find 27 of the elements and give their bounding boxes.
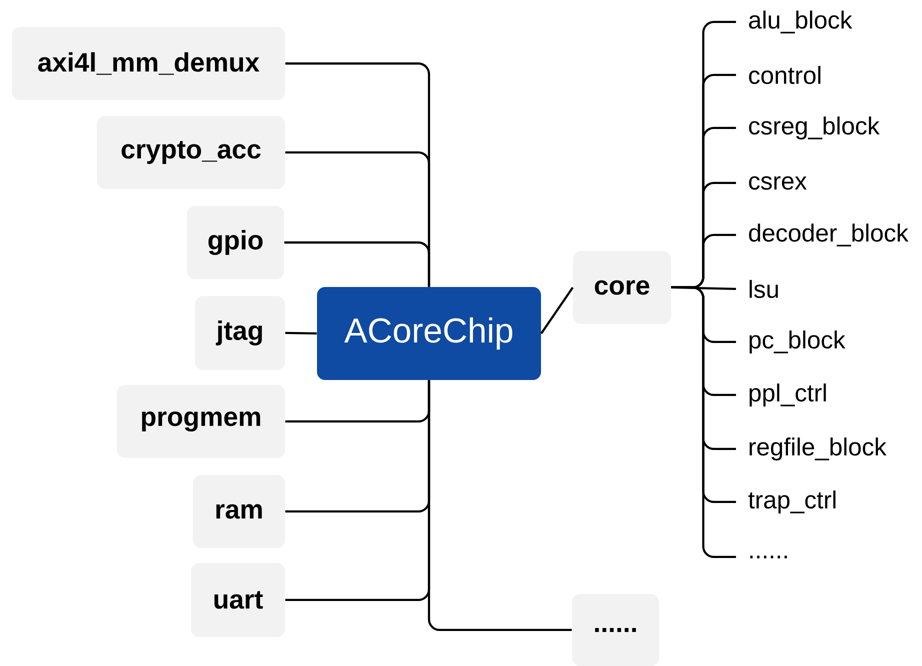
submodule-label: decoder_block bbox=[749, 224, 908, 246]
connector-line bbox=[671, 286, 736, 558]
module-box: ...... bbox=[572, 594, 659, 666]
module-box: progmem bbox=[117, 384, 285, 458]
connector-line bbox=[671, 286, 736, 290]
submodule-label: alu_block bbox=[749, 10, 852, 34]
module-box: axi4l_mm_demux bbox=[12, 26, 286, 100]
module-box: core bbox=[573, 250, 671, 324]
submodule-label: csreg_block bbox=[749, 116, 880, 140]
module-box: jtag bbox=[195, 296, 285, 370]
submodule-label: regfile_block bbox=[750, 438, 886, 460]
connector-line bbox=[428, 380, 572, 632]
connector-line bbox=[285, 332, 317, 335]
module-box: crypto_acc bbox=[97, 116, 285, 190]
submodule-label: ppl_ctrl bbox=[750, 384, 826, 406]
submodule-label: ...... bbox=[750, 556, 787, 558]
submodule-label: lsu bbox=[750, 280, 778, 298]
chip-box: ACoreChip bbox=[317, 286, 541, 380]
module-box: ram bbox=[193, 474, 285, 548]
connector-line bbox=[284, 241, 430, 287]
submodule-label: trap_ctrl bbox=[748, 490, 836, 514]
submodule-label: control bbox=[749, 66, 820, 84]
module-box: gpio bbox=[186, 206, 284, 280]
submodule-label: csrex bbox=[749, 176, 807, 190]
submodule-label: pc_block bbox=[750, 330, 846, 354]
module-box: uart bbox=[191, 563, 285, 637]
connector-line bbox=[540, 286, 574, 334]
